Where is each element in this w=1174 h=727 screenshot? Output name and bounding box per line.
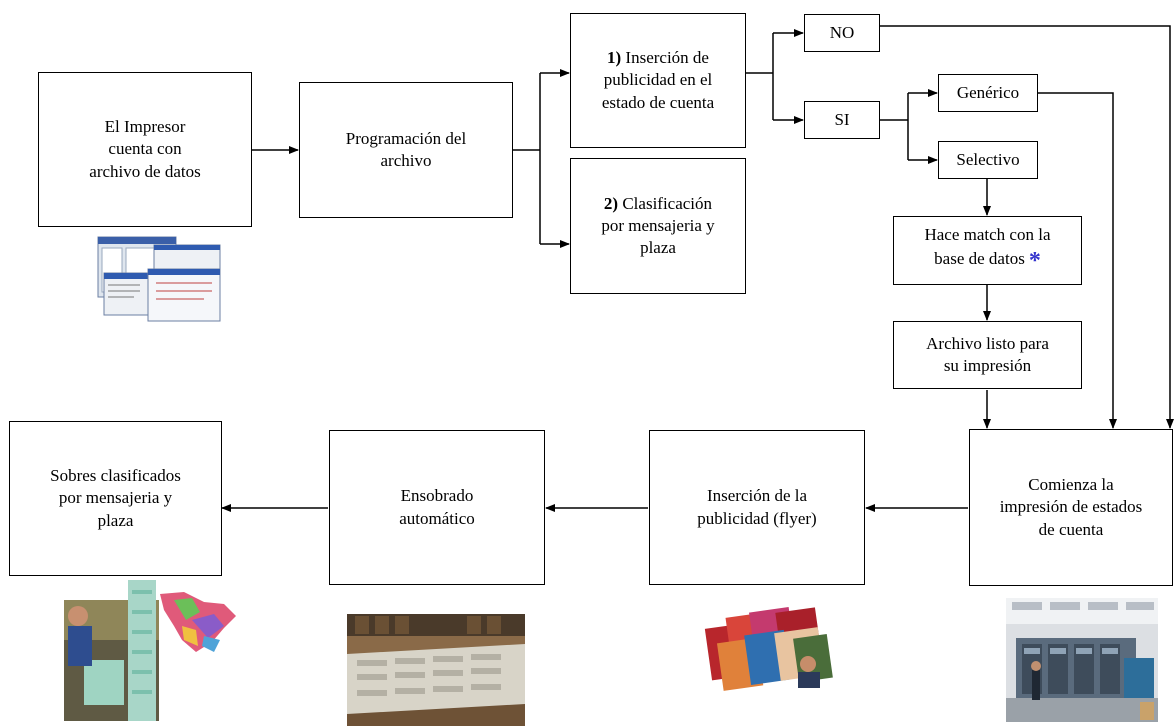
- node-sobres-label: Sobres clasificados por mensajeria y pla…: [50, 466, 181, 530]
- node-sobres: Sobres clasificados por mensajeria y pla…: [9, 421, 222, 576]
- node-insercion-flyer: Inserción de la publicidad (flyer): [649, 430, 865, 585]
- node-generico: Genérico: [938, 74, 1038, 112]
- arrow-generico-comienza: [1038, 92, 1117, 429]
- workers-mexico-map-image: [64, 580, 242, 721]
- node-comienza: Comienza la impresión de estados de cuen…: [969, 429, 1173, 586]
- node-no-label: NO: [829, 22, 855, 42]
- node-selectivo-label: Selectivo: [956, 149, 1020, 169]
- magazines-flyer-photo: [700, 602, 840, 692]
- node-archivo-listo-label: Archivo listo para su impresión: [926, 333, 1049, 375]
- asterisk-icon: *: [1028, 247, 1041, 274]
- node-no: NO: [804, 14, 880, 52]
- printing-press-photo: [1006, 598, 1158, 722]
- node-clasificacion-number: 2): [603, 193, 619, 213]
- envelope-stuffing-photo: [347, 614, 525, 726]
- node-match: Hace match con la base de datos*: [893, 216, 1082, 285]
- node-si-label: SI: [834, 109, 850, 129]
- node-insercion-label: Inserción de publicidad en el estado de …: [601, 48, 715, 112]
- arrow-no-comienza: [880, 25, 1174, 429]
- node-selectivo: Selectivo: [938, 141, 1038, 179]
- node-insercion-publicidad: 1) Inserción de publicidad en el estado …: [570, 13, 746, 148]
- node-si: SI: [804, 101, 880, 139]
- node-comienza-label: Comienza la impresión de estados de cuen…: [999, 475, 1143, 539]
- node-clasificacion: 2) Clasificación por mensajeria y plaza: [570, 158, 746, 294]
- node-programacion-label: Programación del archivo: [345, 128, 467, 170]
- node-impresor: El Impresor cuenta con archivo de datos: [38, 72, 252, 227]
- node-programacion: Programación del archivo: [299, 82, 513, 218]
- node-generico-label: Genérico: [956, 82, 1020, 102]
- node-insercion-number: 1): [607, 48, 622, 68]
- node-match-label: Hace match con la base de datos: [924, 224, 1051, 268]
- node-insercion-flyer-label: Inserción de la publicidad (flyer): [697, 486, 817, 528]
- software-screenshot-image: [94, 233, 224, 325]
- node-impresor-label: El Impresor cuenta con archivo de datos: [89, 117, 201, 181]
- node-ensobrado: Ensobrado automático: [329, 430, 545, 585]
- node-clasificacion-label: Clasificación por mensajeria y plaza: [601, 193, 715, 258]
- node-archivo-listo: Archivo listo para su impresión: [893, 321, 1082, 389]
- node-ensobrado-label: Ensobrado automático: [399, 486, 475, 528]
